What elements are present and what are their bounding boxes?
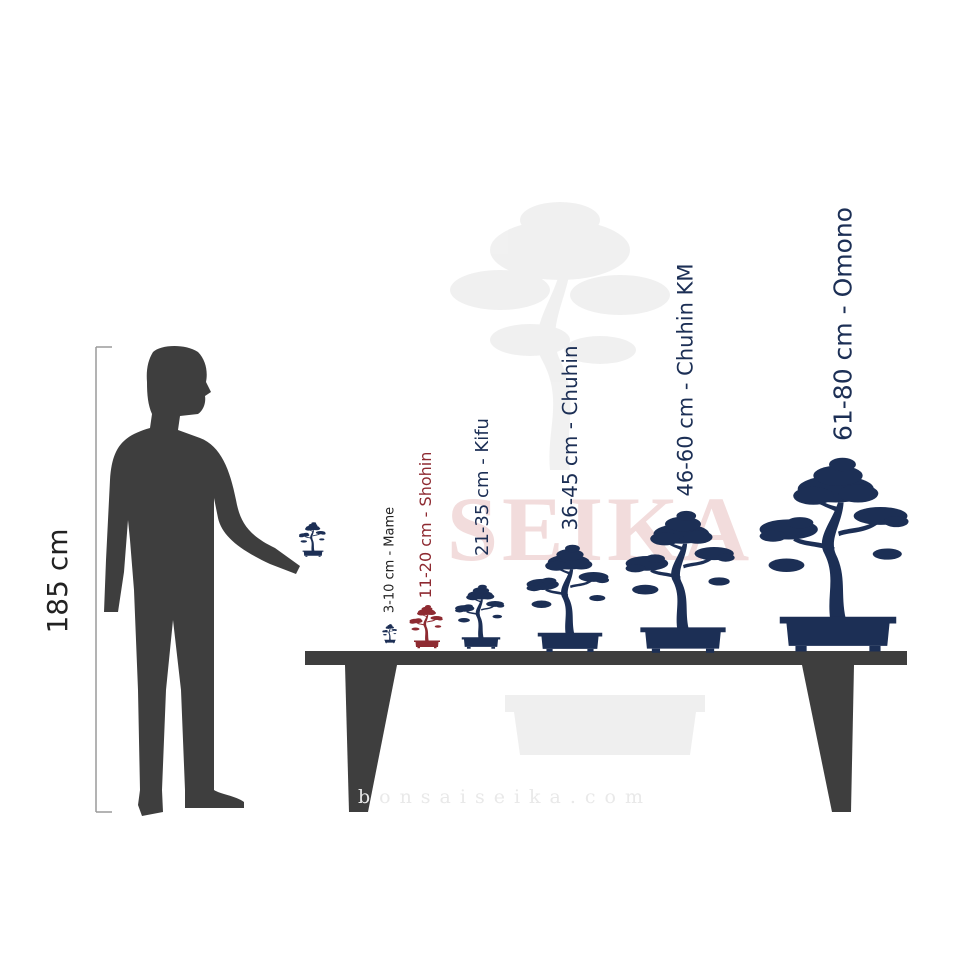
height-ruler: [95, 346, 112, 813]
size-label-kifu: 21-35 cm - Kifu: [472, 418, 493, 556]
hand-bonsai-icon: [299, 522, 326, 557]
bonsai-kifu-icon: [455, 584, 505, 649]
size-label-omono: 61-80 cm - Omono: [828, 206, 858, 442]
size-label-chuhin: 36-45 cm - Chuhin: [558, 345, 582, 531]
person-height-label: 185 cm: [41, 528, 74, 634]
person-silhouette-icon: [104, 345, 300, 816]
bonsai-omono-icon: [759, 457, 909, 652]
bonsai-shohin-icon: [409, 605, 443, 649]
bonsai-mame-icon: [382, 624, 397, 644]
size-label-chuhin-km: 46-60 cm - Chuhin KM: [673, 263, 698, 497]
table-icon: [305, 651, 907, 812]
watermark-pot-icon: [505, 695, 705, 755]
watermark-site: bonsaiseika.com: [357, 786, 653, 808]
size-label-mame: 3-10 cm - Mame: [382, 506, 398, 614]
size-label-shohin: 11-20 cm - Shohin: [416, 451, 435, 599]
